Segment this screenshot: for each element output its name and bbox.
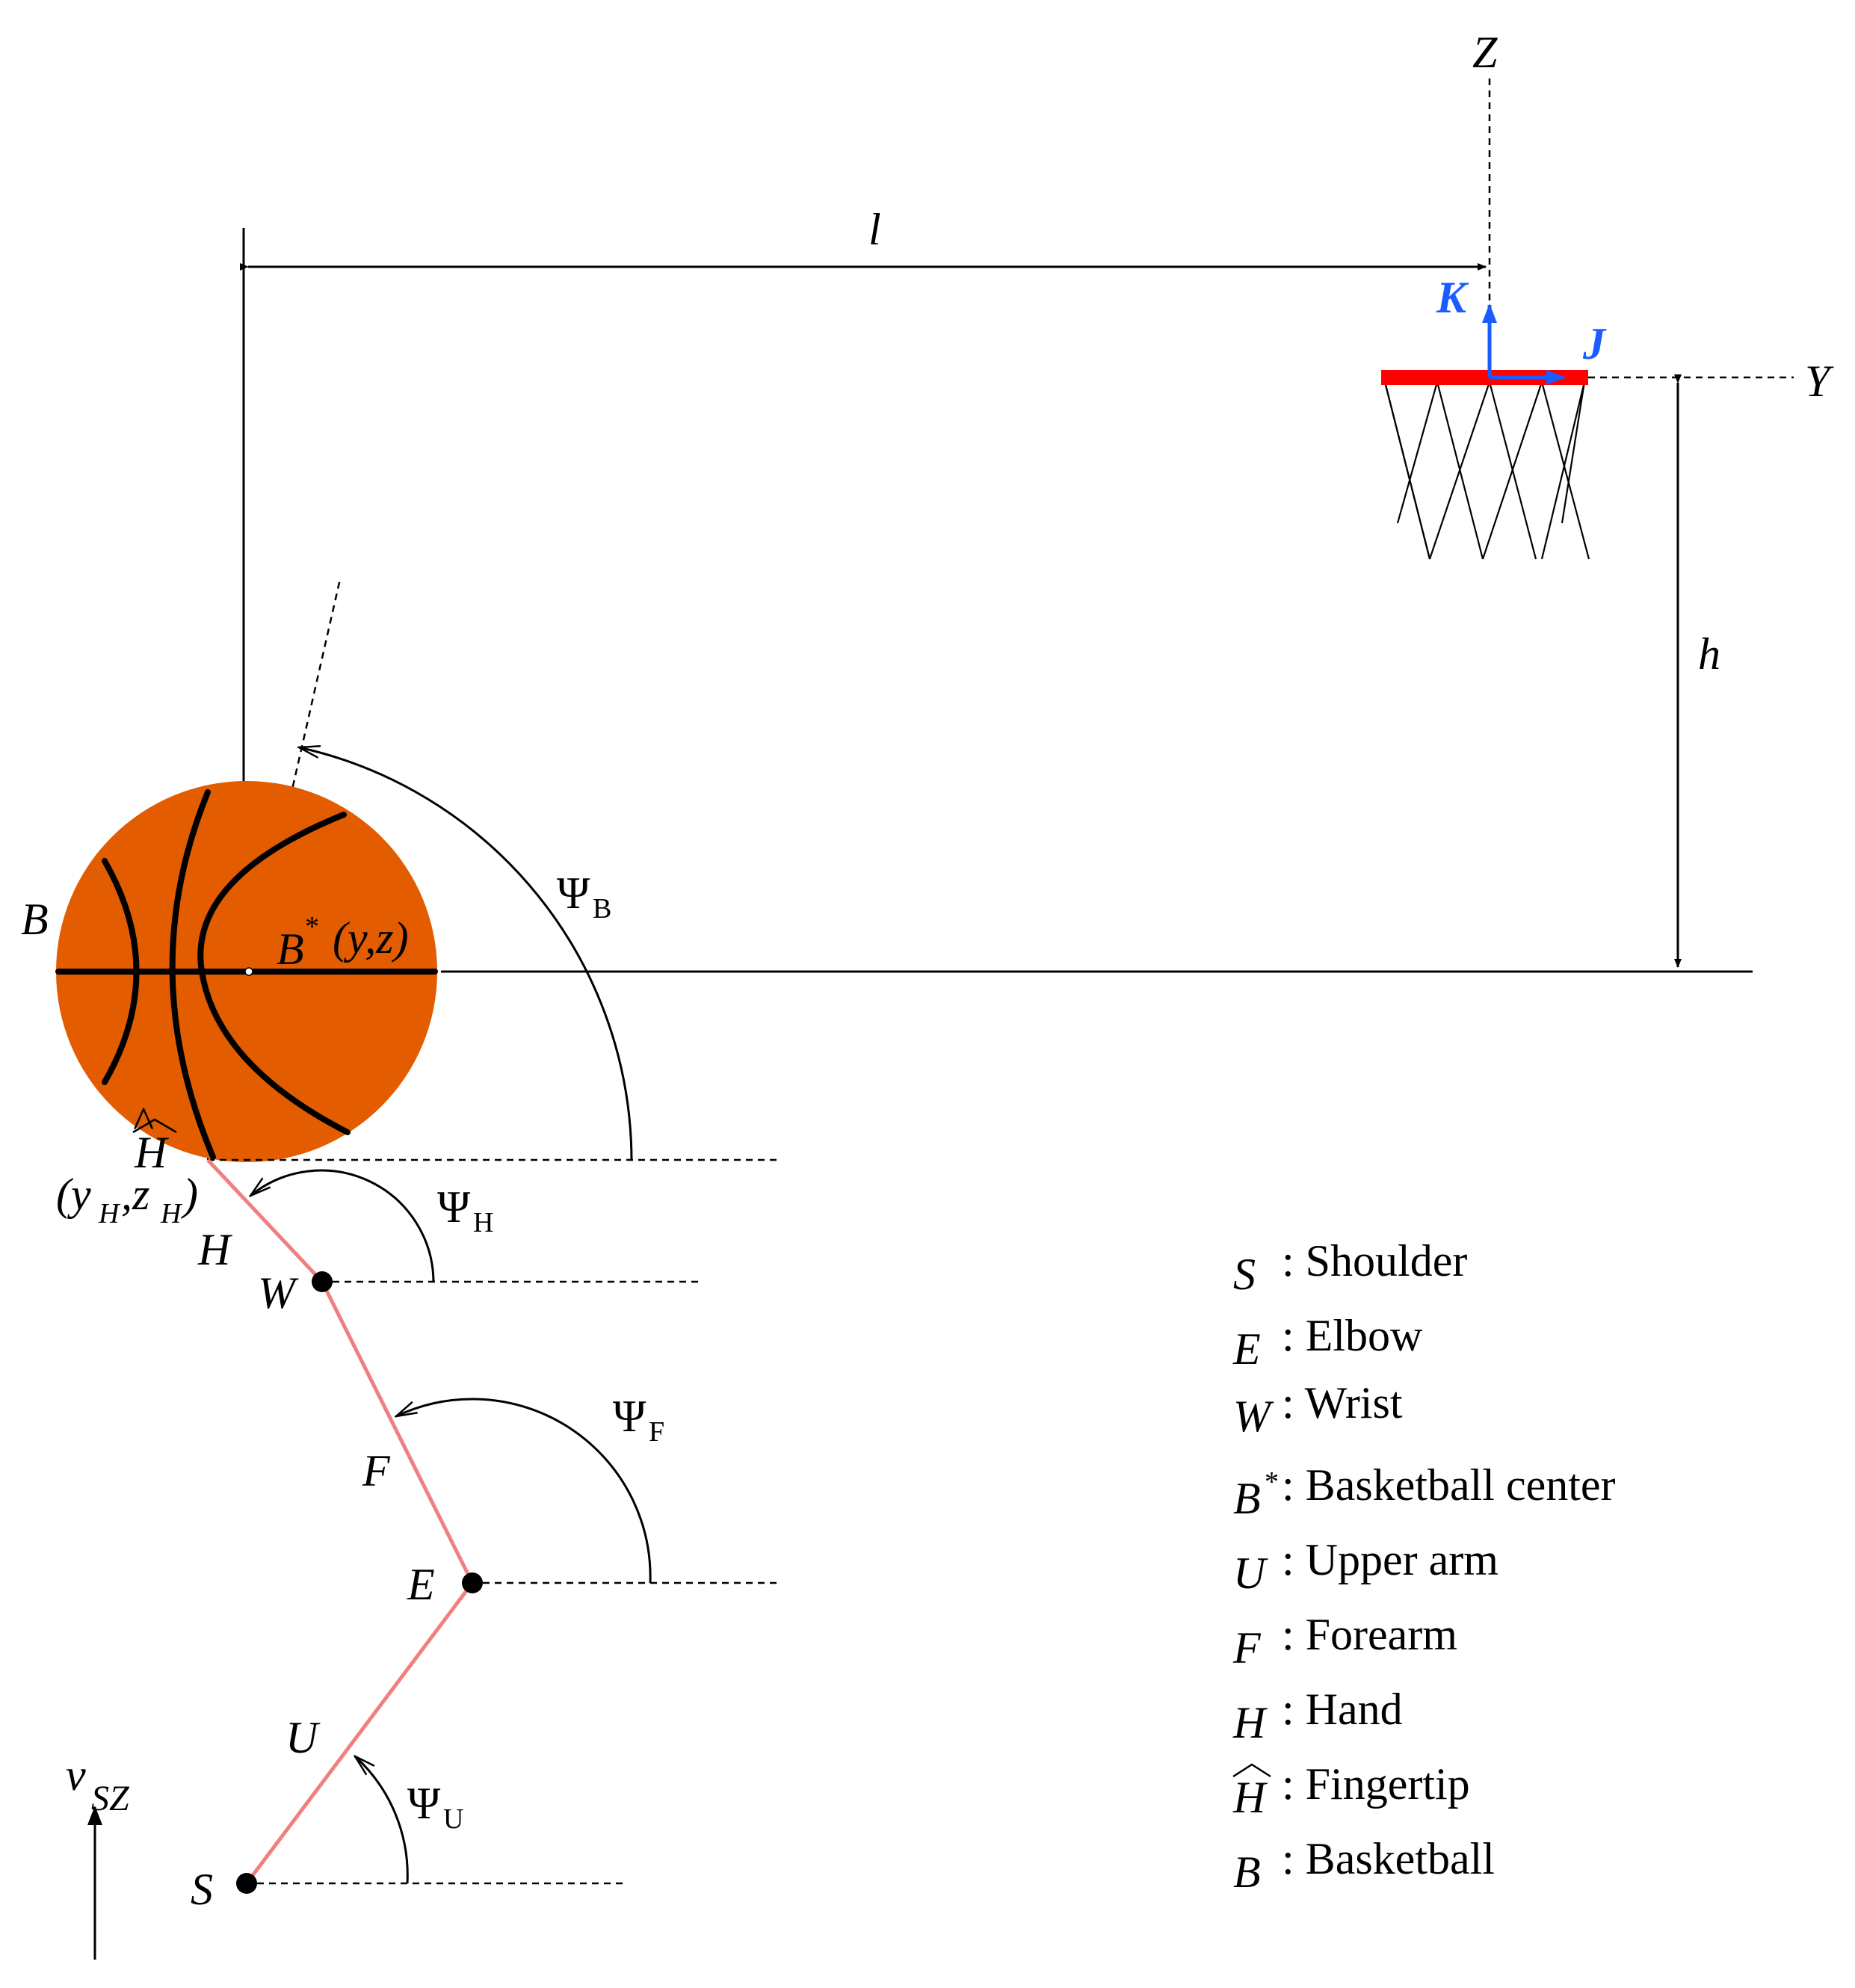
legend-symbol-sup: * <box>1265 1466 1279 1498</box>
z-axis-label: Z <box>1472 28 1498 77</box>
psi-u-arc <box>355 1756 409 1884</box>
fingertip-coord-mid: ,z <box>121 1170 149 1219</box>
legend-text: : Upper arm <box>1282 1535 1498 1584</box>
legend-symbol: H <box>1232 1698 1268 1747</box>
legend-hat-mark <box>1232 1763 1271 1778</box>
psi-u-sub: U <box>443 1803 463 1835</box>
legend-text: : Shoulder <box>1282 1236 1467 1285</box>
basketball <box>55 781 438 1162</box>
ball-center-coord: (y,z) <box>333 913 409 963</box>
ball-center-sup: * <box>305 911 319 942</box>
legend-text: : Fingertip <box>1282 1759 1470 1809</box>
legend-item: W: Wrist <box>1233 1378 1403 1441</box>
legend-item: H : Hand <box>1232 1685 1403 1747</box>
fingertip-coord-sub1: H <box>98 1198 121 1229</box>
j-label: J <box>1582 319 1607 368</box>
height-h-label: h <box>1698 629 1720 679</box>
legend-item: H : Fingertip <box>1232 1759 1470 1822</box>
legend-symbol: S <box>1233 1250 1256 1299</box>
legend-symbol: F <box>1232 1623 1262 1673</box>
legend-item: U : Upper arm <box>1233 1535 1498 1598</box>
fingertip-label: H <box>134 1128 170 1177</box>
psi-u-label: Ψ <box>407 1779 441 1828</box>
basketball-label: B <box>21 895 49 944</box>
hoop-net <box>1383 381 1590 560</box>
distance-l-label: l <box>868 205 881 254</box>
legend-text: : Basketball <box>1282 1834 1495 1883</box>
psi-f-arc <box>396 1398 652 1584</box>
legend-item: B*: Basketball center <box>1233 1460 1616 1523</box>
k-label: K <box>1436 273 1469 322</box>
legend-text: : Basketball center <box>1282 1460 1616 1510</box>
wrist-joint <box>312 1271 333 1292</box>
ball-center-label: B <box>277 924 304 974</box>
psi-f-label: Ψ <box>613 1392 646 1441</box>
psi-b-sub: B <box>593 893 611 924</box>
legend-symbol: B <box>1233 1474 1261 1523</box>
psi-b-arc <box>299 747 633 1161</box>
psi-b-label: Ψ <box>557 868 590 918</box>
fingertip-coord-close: ) <box>181 1170 198 1219</box>
legend-item: F : Forearm <box>1232 1610 1457 1673</box>
psi-f-sub: F <box>649 1416 664 1448</box>
elbow-label: E <box>407 1560 435 1609</box>
wrist-label: W <box>258 1268 299 1318</box>
legend-item: E : Elbow <box>1232 1311 1423 1374</box>
legend-symbol: B <box>1233 1847 1261 1897</box>
psi-h-arc <box>250 1169 435 1282</box>
legend-text: : Wrist <box>1282 1378 1403 1427</box>
forearm-label: F <box>362 1446 391 1495</box>
hand-label: H <box>197 1225 233 1274</box>
legend-symbol: U <box>1233 1549 1268 1598</box>
psi-h-sub: H <box>473 1207 493 1238</box>
legend-text: : Hand <box>1282 1685 1403 1734</box>
legend-item: B : Basketball <box>1233 1834 1495 1897</box>
fingertip-hat-mark <box>132 1118 177 1134</box>
velocity-label: v <box>66 1750 86 1800</box>
legend-text: : Forearm <box>1282 1610 1457 1659</box>
legend-symbol: W <box>1233 1392 1274 1441</box>
fingertip-coord-open: (y <box>56 1170 91 1219</box>
legend-symbol: H <box>1232 1773 1268 1822</box>
arm-segments <box>206 1158 475 1885</box>
y-axis-label: Y <box>1805 356 1834 406</box>
legend-symbol: E <box>1232 1324 1261 1374</box>
elbow-joint <box>462 1572 483 1593</box>
shoulder-joint <box>236 1873 257 1894</box>
hoop-rim <box>1381 370 1588 385</box>
velocity-sub: SZ <box>91 1779 130 1818</box>
psi-h-label: Ψ <box>437 1182 471 1232</box>
shoulder-label: S <box>191 1865 213 1914</box>
upper-arm-label: U <box>285 1713 321 1762</box>
fingertip-coord-sub2: H <box>160 1198 183 1229</box>
legend-item: S : Shoulder <box>1233 1236 1467 1299</box>
legend-text: : Elbow <box>1282 1311 1423 1360</box>
